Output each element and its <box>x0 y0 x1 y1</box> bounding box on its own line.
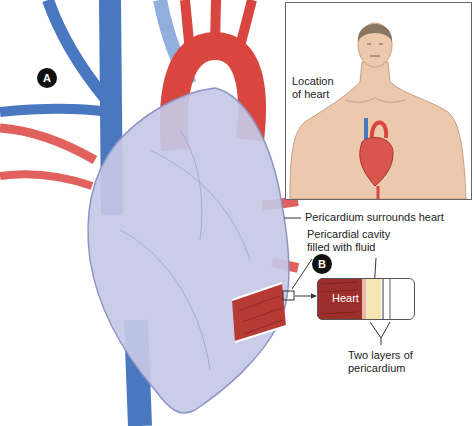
pericardium-layer <box>382 278 384 320</box>
small-heart <box>360 137 393 186</box>
head <box>358 23 392 67</box>
layer-inset <box>317 278 415 320</box>
tissue-label: Heart <box>332 292 366 305</box>
cut-edge <box>232 283 286 342</box>
heart-contour <box>150 150 250 260</box>
panel-letter-marker: B <box>312 254 332 274</box>
leader-line <box>284 218 301 219</box>
callout-label: Pericardium surrounds heart <box>305 211 444 224</box>
heart-contour <box>180 130 202 240</box>
hair <box>358 24 392 42</box>
collarbone <box>345 98 405 102</box>
panel-letter-marker: A <box>37 68 57 88</box>
artery <box>0 128 95 160</box>
inset-panel: Location of heart <box>285 2 472 200</box>
inset-ground <box>285 2 472 200</box>
artery <box>0 174 92 186</box>
callout-label: Pericardial cavity filled with fluid <box>307 228 403 254</box>
inner-layer <box>362 278 366 320</box>
inset-ground <box>317 278 415 320</box>
inset-caption: Location of heart <box>292 75 340 101</box>
bracket <box>370 322 390 345</box>
callout-label: Two layers of pericardium <box>348 349 423 375</box>
zoom-arrow <box>295 296 316 297</box>
small-aorta <box>377 186 380 199</box>
layer-inset-panel: Heart <box>317 278 415 320</box>
leader-line <box>292 259 312 289</box>
heart-muscle-window <box>232 283 286 342</box>
vein <box>0 109 108 112</box>
panel-letter: A <box>43 73 51 84</box>
pericardium-layer <box>389 278 391 320</box>
pericardium-sac <box>88 88 289 413</box>
heart-contour <box>120 230 210 370</box>
face <box>367 44 383 56</box>
panel-letter: B <box>318 259 326 270</box>
zoom-marker <box>283 291 294 300</box>
torso <box>290 62 466 199</box>
pericardial-fluid <box>366 278 381 320</box>
vein <box>48 0 105 98</box>
